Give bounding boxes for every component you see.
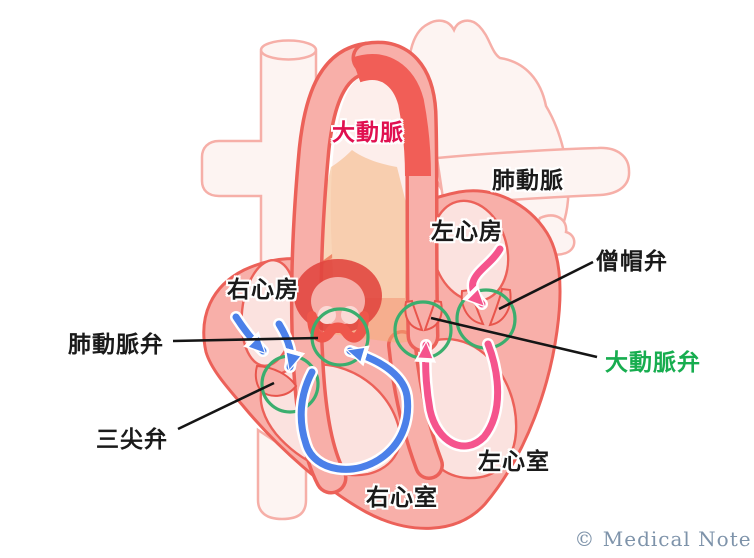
- label-left-ventricle: 左心室: [478, 448, 550, 474]
- label-left-atrium: 左心房: [431, 218, 503, 244]
- aorta-arch-dark-band: [351, 54, 431, 177]
- label-mitral-valve: 僧帽弁: [596, 248, 668, 274]
- superior-vena-cava-opening: [259, 39, 318, 61]
- flow-arrow-vena-cava-in: [232, 313, 267, 355]
- flow-arrow-right-ventricle-loop: [297, 345, 412, 473]
- copyright: © Medical Note: [574, 527, 752, 551]
- flow-arrow-left-ventricle-loop: [414, 340, 502, 450]
- label-aortic-valve: 大動脈弁: [605, 349, 701, 375]
- pulmonary-valve-shape: [307, 311, 369, 343]
- label-right-ventricle: 右心室: [366, 484, 438, 510]
- label-aorta: 大動脈: [332, 119, 404, 145]
- label-pulmonary-artery: 肺動脈: [492, 167, 564, 193]
- label-right-atrium: 右心房: [227, 276, 299, 302]
- flow-arrow-tricuspid-in: [275, 320, 306, 372]
- aorta-descending: [293, 45, 381, 491]
- leader-line-aortic-valve: [430, 316, 598, 359]
- leader-line-pulmonary-valve: [172, 336, 319, 343]
- label-tricuspid-valve: 三尖弁: [96, 426, 168, 452]
- superior-vena-cava: [200, 50, 318, 302]
- leader-line-mitral-valve: [498, 260, 594, 311]
- tricuspid-valve-shape: [254, 364, 298, 397]
- flow-arrow-mitral-in: [461, 245, 504, 308]
- leader-line-tricuspid-valve: [177, 381, 275, 431]
- label-pulmonary-valve: 肺動脈弁: [68, 331, 164, 357]
- inferior-vena-cava: [256, 427, 308, 521]
